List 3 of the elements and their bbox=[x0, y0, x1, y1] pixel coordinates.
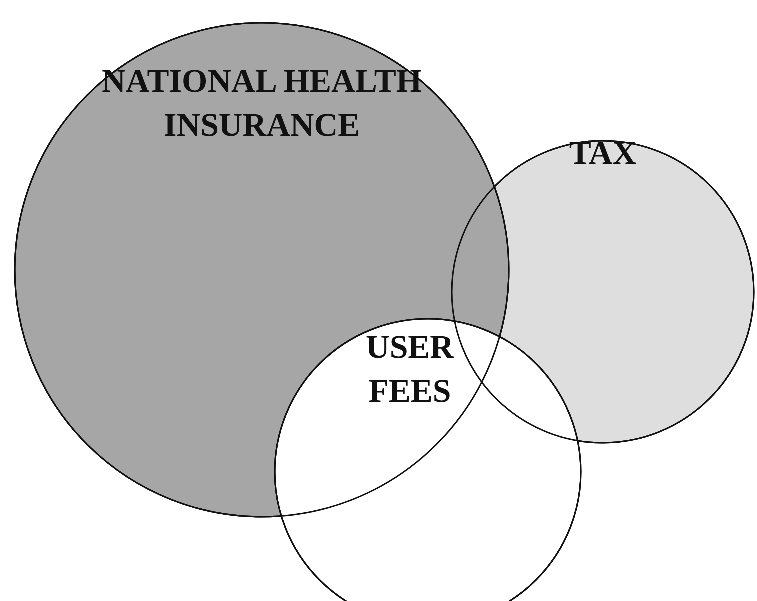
set-label: USER FEES bbox=[364, 329, 456, 412]
set-label: NATIONAL HEALTH INSURANCE bbox=[100, 63, 423, 146]
set-label: TAX bbox=[568, 135, 638, 174]
